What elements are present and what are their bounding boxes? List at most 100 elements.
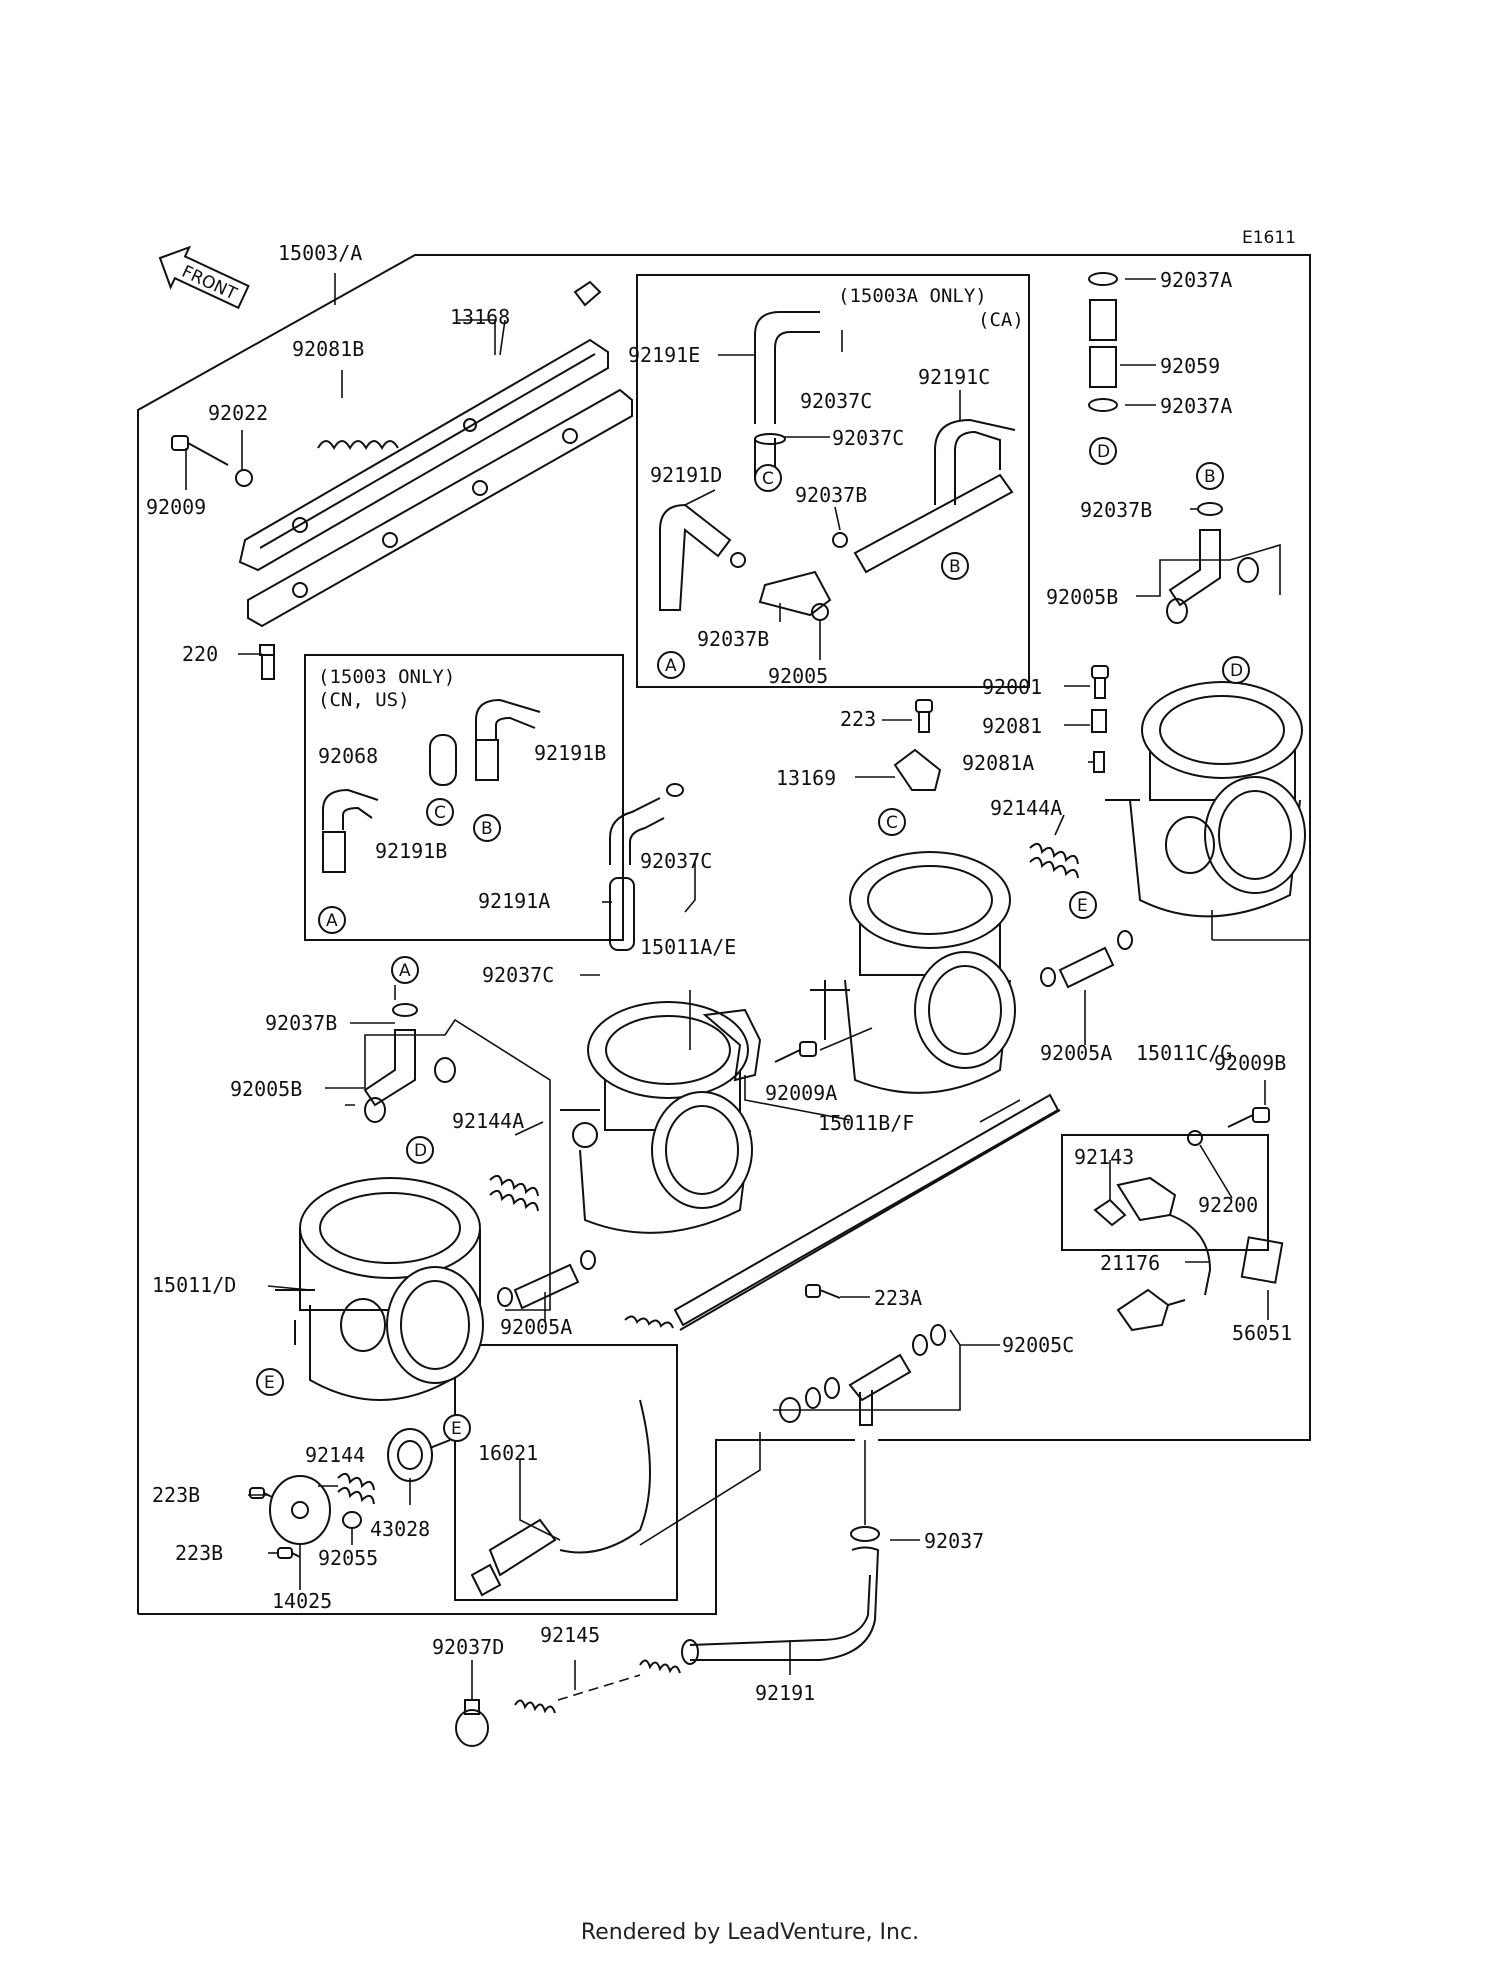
- part-label: 92037B: [697, 627, 769, 651]
- marker-d-top: D: [1089, 437, 1117, 465]
- part-label: 14025: [272, 1589, 332, 1613]
- part-label: 92005A: [1040, 1041, 1112, 1065]
- part-label: 92022: [208, 401, 268, 425]
- part-label: 223: [840, 707, 876, 731]
- spring-92081-icon: [1091, 709, 1107, 733]
- holder-92143-icon: [1093, 1198, 1127, 1227]
- svg-text:D: D: [1097, 442, 1110, 462]
- marker-e-bottom: E: [443, 1414, 471, 1442]
- ca-box-title: (15003A ONLY): [838, 285, 987, 307]
- part-label: 92145: [540, 1623, 600, 1647]
- spring-92081b-icon: [317, 440, 399, 451]
- svg-text:D: D: [414, 1141, 427, 1161]
- svg-text:E: E: [264, 1373, 275, 1393]
- part-label: 13169: [776, 766, 836, 790]
- reference-markers: C B A D B C B A C D E A D E E: [256, 437, 1250, 1442]
- screw-223a-icon: [805, 1284, 841, 1299]
- part-label: 92009A: [765, 1081, 837, 1105]
- screw-223b-top-icon: [249, 1487, 273, 1499]
- part-label: 15003/A: [278, 241, 362, 265]
- part-label: 92005C: [1002, 1333, 1074, 1357]
- spring-92144a-left-icon: [489, 1174, 539, 1212]
- part-label: 92037B: [1080, 498, 1152, 522]
- sensor-21176-icon: [1116, 1176, 1212, 1332]
- washer-92200-icon: [1187, 1130, 1203, 1146]
- svg-text:B: B: [481, 819, 493, 839]
- carburetor-15011a-e-icon: [560, 1001, 753, 1234]
- svg-text:A: A: [665, 656, 677, 676]
- part-label: 92059: [1160, 354, 1220, 378]
- part-label: 223B: [152, 1483, 200, 1507]
- sensor-subassembly-box: [1061, 1134, 1269, 1251]
- ca-only-hose-box: [636, 274, 1030, 688]
- joint-pipe-92005a-left-icon: [497, 1250, 596, 1310]
- marker-b-top: B: [1196, 462, 1224, 490]
- part-label: 92081: [982, 714, 1042, 738]
- part-label: 92144A: [990, 796, 1062, 820]
- carburetor-15011b-f-icon: [810, 851, 1016, 1094]
- part-label: 92009: [146, 495, 206, 519]
- washer-92022-icon: [235, 469, 253, 487]
- part-label: 92081A: [962, 751, 1034, 775]
- screw-92009a-icon: [774, 1041, 817, 1063]
- bracket-13169-icon: [893, 748, 942, 791]
- svg-text:B: B: [949, 557, 961, 577]
- part-label: 92037B: [265, 1011, 337, 1035]
- throttle-link-bracket: [238, 280, 609, 572]
- part-label: 15011B/F: [818, 1111, 914, 1135]
- part-label: 15011A/E: [640, 935, 736, 959]
- part-label: 92005B: [230, 1077, 302, 1101]
- part-label: 21176: [1100, 1251, 1160, 1275]
- part-label: 92037C: [482, 963, 554, 987]
- marker-c-ca: C: [754, 464, 782, 492]
- part-label: 92001: [982, 675, 1042, 699]
- marker-a-cnus: A: [318, 906, 346, 934]
- bracket-15011a-e-icon: [702, 1008, 762, 1082]
- cnus-box-region: (CN, US): [318, 689, 410, 711]
- cable-subassembly-box: [454, 1344, 678, 1601]
- marker-b-cnus: B: [473, 814, 501, 842]
- part-label: 92055: [318, 1546, 378, 1570]
- screw-92009-icon: [171, 435, 229, 466]
- screw-92001-icon: [1091, 665, 1109, 699]
- part-label: 92037C: [800, 389, 872, 413]
- part-label: 92005B: [1046, 585, 1118, 609]
- spring-92145-icon: [514, 1659, 681, 1714]
- ca-box-region: (CA): [978, 309, 1024, 331]
- part-label: 92005: [768, 664, 828, 688]
- screw-223b-bottom-icon: [277, 1547, 301, 1559]
- screw-223-icon: [915, 699, 933, 733]
- part-label: 15011C/G: [1136, 1041, 1232, 1065]
- joint-pipe-92005a-right-icon: [1040, 930, 1133, 989]
- tee-joint-92005b-right-icon: [1166, 502, 1259, 624]
- part-label: 92005A: [500, 1315, 572, 1339]
- part-label: 92200: [1198, 1193, 1258, 1217]
- linkage-rail: [247, 388, 633, 628]
- marker-e-carb-left: E: [256, 1368, 284, 1396]
- throttle-linkage-shaft: [673, 1093, 1061, 1331]
- marker-e-carb-right: E: [1069, 891, 1097, 919]
- screw-220-icon: [259, 644, 275, 680]
- part-label: 92191A: [478, 889, 550, 913]
- footer-credit: Rendered by LeadVenture, Inc.: [580, 1920, 920, 1945]
- part-label: 43028: [370, 1517, 430, 1541]
- screw-92009b-icon: [1227, 1107, 1270, 1128]
- svg-text:B: B: [1204, 467, 1216, 487]
- part-label: 92191B: [534, 741, 606, 765]
- main-assembly-frame: [137, 254, 1311, 1615]
- pad-56051-icon: [1240, 1236, 1284, 1284]
- part-label: 92144: [305, 1443, 365, 1467]
- part-label: 92191B: [375, 839, 447, 863]
- part-label: 92191E: [628, 343, 700, 367]
- leader-lines: [185, 273, 1311, 1700]
- svg-text:A: A: [399, 961, 411, 981]
- fuel-hose-92191-icon: [681, 1526, 880, 1665]
- svg-text:E: E: [451, 1419, 462, 1439]
- svg-text:C: C: [886, 813, 898, 833]
- joint-92005c-icon: [779, 1324, 946, 1426]
- marker-a-left: A: [391, 956, 419, 984]
- svg-text:D: D: [1230, 661, 1243, 681]
- part-label: 15011/D: [152, 1273, 236, 1297]
- tee-joint-92005b-left-icon: [363, 1003, 456, 1123]
- marker-a-ca: A: [657, 651, 685, 679]
